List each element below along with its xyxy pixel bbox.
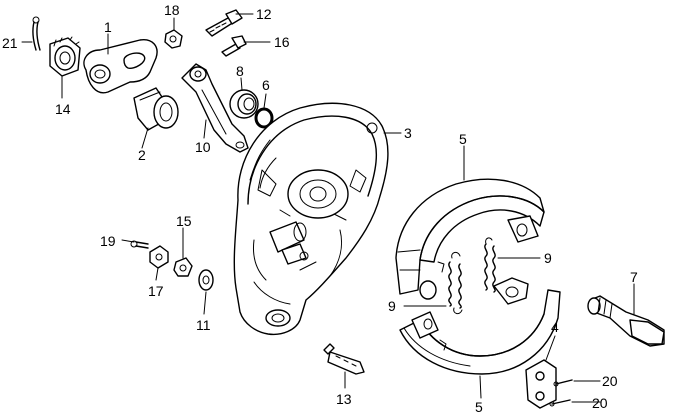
- part-5-brake-shoe-upper: [395, 178, 545, 300]
- part-8-dust-seal: [229, 89, 259, 119]
- callout-12: 12: [256, 6, 272, 22]
- callout-15: 15: [176, 213, 192, 229]
- callout-labels: 21 14 1 2 3 5 6 8 18 12 16 10 15 19 17 1…: [2, 2, 638, 415]
- callout-5-upper: 5: [459, 131, 467, 147]
- part-18-nut: [164, 29, 183, 49]
- part-9-spring-left: [448, 251, 463, 315]
- callout-5-lower: 5: [475, 399, 483, 415]
- callout-13: 13: [336, 391, 352, 407]
- part-6-o-ring: [254, 107, 274, 129]
- callout-14: 14: [55, 101, 71, 117]
- callout-3: 3: [404, 125, 412, 141]
- callout-18: 18: [164, 2, 180, 18]
- callout-1: 1: [104, 19, 112, 35]
- callout-21: 21: [2, 35, 18, 51]
- callout-10: 10: [195, 139, 211, 155]
- callout-11: 11: [196, 317, 211, 333]
- callout-2: 2: [138, 147, 146, 163]
- part-13-bolt: [323, 343, 365, 375]
- part-1-brake-arm: [83, 39, 158, 94]
- part-10-link-arm: [181, 63, 249, 153]
- callout-20-upper: 20: [602, 373, 618, 389]
- part-15-washer: [173, 257, 193, 277]
- callout-19: 19: [100, 233, 116, 249]
- part-16-bolt: [221, 35, 247, 57]
- part-17-nut: [149, 245, 169, 269]
- part-14-castle-nut: [49, 36, 81, 77]
- part-3-brake-panel: [233, 102, 389, 336]
- part-11-washer: [198, 269, 214, 291]
- callout-20-lower: 20: [592, 395, 608, 411]
- callout-4: 4: [551, 319, 559, 335]
- part-19-pin: [130, 240, 149, 249]
- callout-16: 16: [274, 34, 290, 50]
- part-12-bolt: [205, 9, 243, 37]
- callout-7: 7: [630, 269, 638, 285]
- part-20-pin-upper: [553, 379, 573, 387]
- part-9-spring-right: [484, 237, 496, 293]
- callout-17: 17: [148, 283, 164, 299]
- part-21-cotter-pin: [32, 16, 41, 51]
- part-4-plate: [525, 359, 557, 409]
- leader-lines: [21, 13, 635, 403]
- part-20-pin-lower: [549, 399, 571, 407]
- part-5-brake-shoe-lower: [399, 277, 561, 375]
- callout-9-right: 9: [544, 250, 552, 266]
- callout-6: 6: [262, 77, 270, 93]
- callout-9-left: 9: [388, 298, 396, 314]
- part-2-bushing: [133, 87, 179, 131]
- part-7-brake-cam: [587, 295, 665, 347]
- callout-8: 8: [236, 63, 244, 79]
